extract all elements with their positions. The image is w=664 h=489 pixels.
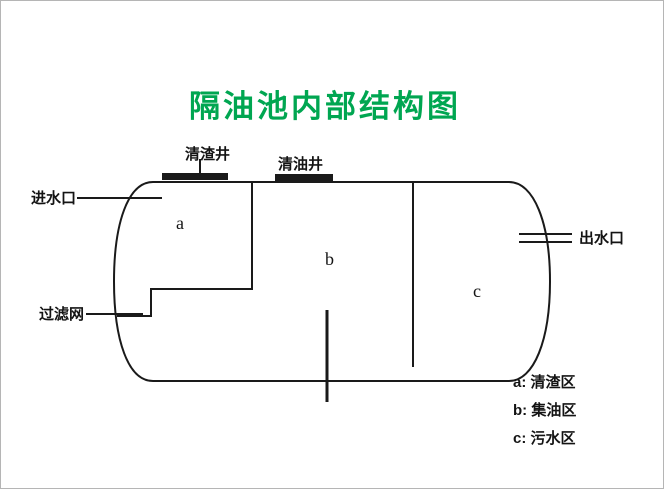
- oil-well-cover: [275, 174, 333, 181]
- legend-item-c: c: 污水区: [513, 430, 576, 447]
- legend-item-b: b: 集油区: [513, 402, 577, 419]
- page-title: 隔油池内部结构图: [189, 89, 461, 124]
- slag-well-cover: [162, 173, 228, 180]
- zone-c-label: c: [473, 281, 481, 301]
- zone-b-label: b: [325, 249, 334, 269]
- zone-a-label: a: [176, 213, 184, 233]
- inlet-label: 进水口: [31, 190, 77, 207]
- oil-well-label: 清油井: [278, 156, 324, 173]
- outlet-label: 出水口: [579, 230, 625, 247]
- tank-outline: [112, 181, 552, 382]
- slag-well-label: 清渣井: [185, 146, 231, 163]
- legend-item-a: a: 清渣区: [513, 374, 576, 391]
- filter-label: 过滤网: [39, 306, 85, 323]
- legend: a: 清渣区 b: 集油区 c: 污水区: [513, 375, 576, 459]
- compartment-a-partition: [117, 183, 253, 317]
